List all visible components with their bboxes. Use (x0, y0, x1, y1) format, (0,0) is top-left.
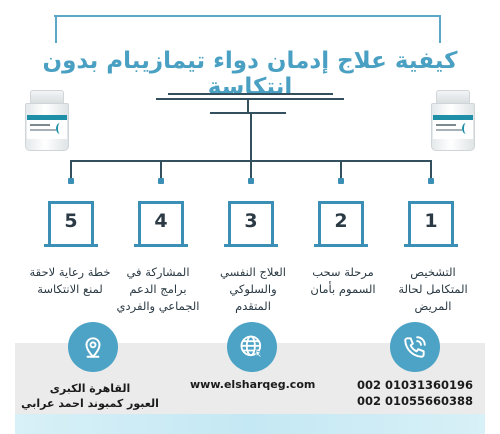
step-caption-4: المشاركة في برامج الدعم الجماعي والفردي (116, 265, 200, 313)
location-pin-icon (68, 322, 118, 372)
medicine-bottle-image-right (428, 90, 478, 152)
connector-hub (210, 112, 286, 114)
step-caption-5: خطة رعاية لاحقة لمنع الانتكاسة (29, 265, 111, 296)
step-box-2: 2 (314, 201, 368, 247)
phone-numbers: 002 01031360196 002 01055660388 (350, 377, 480, 409)
address-line-1: القاهرة الكبرى (49, 382, 131, 395)
drop-5 (70, 160, 72, 178)
connector-stem (247, 100, 249, 112)
drop-3 (250, 114, 252, 178)
step-box-4: 4 (134, 201, 188, 247)
title-frame (54, 15, 441, 43)
globe-cursor-icon (227, 322, 277, 372)
connector-dot (158, 178, 164, 184)
connector-top-bar (168, 93, 333, 95)
drop-2 (340, 160, 342, 178)
address-line-2: العبور كمبوند احمد عرابي (21, 397, 159, 410)
step-box-5: 5 (44, 201, 98, 247)
step-box-1: 1 (404, 201, 458, 247)
address-text: القاهرة الكبرى العبور كمبوند احمد عرابي (20, 381, 160, 411)
step-caption-1: التشخيص المتكامل لحالة المريض (398, 265, 468, 313)
connector-dot (68, 178, 74, 184)
website-link[interactable]: www.elsharqeg.com (190, 378, 316, 391)
drop-4 (160, 160, 162, 178)
step-caption-2: مرحلة سحب السموم بأمان (310, 265, 376, 296)
title-frame-accent (54, 15, 234, 17)
phone-2[interactable]: 002 01055660388 (356, 394, 474, 408)
step-number: 3 (244, 210, 258, 232)
step-number: 5 (64, 210, 78, 232)
medicine-bottle-image-left (22, 90, 72, 152)
step-number: 2 (334, 210, 348, 232)
page-title: كيفية علاج إدمان دواء تيمازيبام بدون انت… (42, 48, 458, 100)
step-box-3: 3 (224, 201, 278, 247)
step-number: 1 (424, 210, 438, 232)
phone-icon (390, 322, 440, 372)
connector-top (156, 98, 344, 100)
step-number: 4 (154, 210, 168, 232)
connector-dot (428, 178, 434, 184)
connector-dot (248, 178, 254, 184)
contact-panel-strip (15, 414, 485, 434)
drop-1 (430, 160, 432, 178)
connector-dot (338, 178, 344, 184)
step-caption-3: العلاج النفسي والسلوكي المتقدم (219, 265, 287, 313)
phone-1[interactable]: 002 01031360196 (356, 378, 474, 392)
